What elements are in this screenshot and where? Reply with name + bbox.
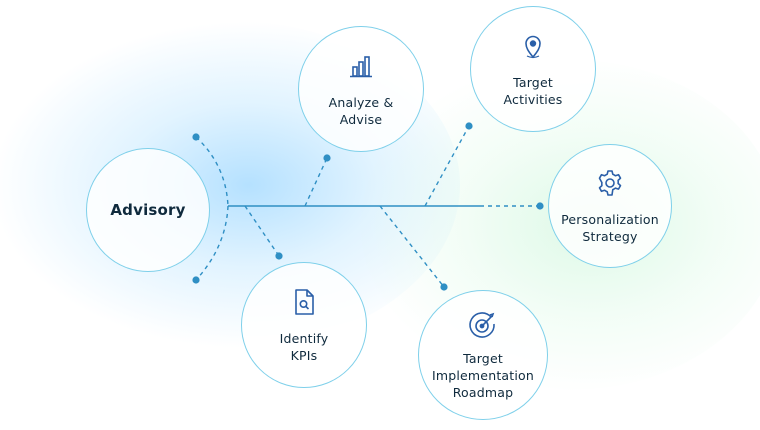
- node-target-activities-label: Target Activities: [503, 75, 563, 107]
- branch-activities: [424, 125, 470, 207]
- node-analyze-advise-label: Analyze & Advise: [328, 95, 394, 127]
- node-target-implementation-roadmap-label: Target Implementation Roadmap: [431, 350, 535, 400]
- connector-dot: [192, 133, 200, 141]
- node-identify-kpis-label: Identify KPIs: [279, 331, 329, 363]
- document-search-icon: [295, 289, 314, 315]
- location-pin-icon: [525, 35, 541, 59]
- node-advisory-label: Advisory: [110, 200, 186, 219]
- branch-analyze: [304, 157, 328, 207]
- target-icon: [469, 311, 495, 338]
- connector-dot: [440, 283, 448, 291]
- branch-roadmap: [379, 205, 445, 288]
- connector-dot: [192, 276, 200, 284]
- node-personalization-strategy-label: Personalization Strategy: [561, 212, 659, 244]
- connector-dot: [465, 122, 473, 130]
- connector-dot: [536, 202, 544, 210]
- branch-kpis: [244, 205, 280, 257]
- connector-dot: [323, 154, 331, 162]
- bar-chart-icon: [350, 56, 372, 78]
- node-target-activities: Target Activities: [470, 6, 596, 132]
- connector-dot: [275, 252, 283, 260]
- gear-icon: [598, 170, 622, 196]
- node-identify-kpis: Identify KPIs: [241, 262, 367, 388]
- node-personalization-strategy: Personalization Strategy: [548, 144, 672, 268]
- node-target-implementation-roadmap: Target Implementation Roadmap: [418, 290, 548, 420]
- node-analyze-advise: Analyze & Advise: [298, 26, 424, 152]
- advisory-arc-bottom: [195, 205, 229, 281]
- node-advisory: Advisory: [86, 148, 210, 272]
